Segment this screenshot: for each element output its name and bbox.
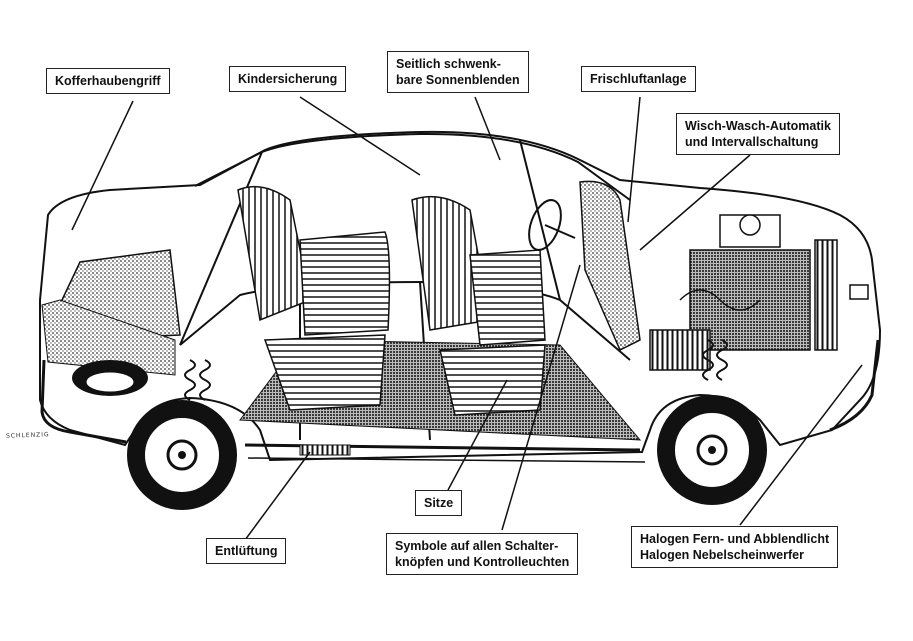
sill-lower — [247, 457, 646, 463]
front-bumper — [829, 339, 880, 432]
rear-suspension — [184, 359, 211, 401]
rear-seat — [237, 185, 391, 411]
label-sitze: Sitze — [415, 490, 463, 516]
label-kindersicherung-text: Kindersicherung — [238, 72, 338, 86]
front-suspension — [702, 339, 728, 381]
label-kofferhaubengriff: Kofferhaubengriff — [46, 68, 170, 94]
label-sitze-text: Sitze — [424, 496, 454, 510]
leader-kofferhaubengriff — [71, 100, 134, 231]
label-entlueftung-text: Entlüftung — [215, 544, 278, 558]
label-sonnenblenden-line1: Seitlich schwenk- — [396, 57, 501, 71]
leader-sonnenblenden — [474, 96, 501, 161]
engine — [649, 214, 838, 371]
roof-line — [194, 132, 631, 201]
steering-wheel — [528, 199, 576, 251]
label-frischluftanlage: Frischluftanlage — [581, 66, 696, 92]
vent-grille — [299, 444, 351, 456]
front-wheel — [657, 395, 767, 505]
leader-entlueftung — [244, 451, 311, 541]
leader-sitze — [447, 379, 508, 491]
rear-wheel-inner — [72, 360, 148, 396]
label-symbole: Symbole auf allen Schalter- knöpfen und … — [386, 533, 579, 575]
engine-hoses — [679, 289, 761, 311]
label-frischluftanlage-text: Frischluftanlage — [590, 72, 687, 86]
label-entlueftung: Entlüftung — [206, 538, 287, 564]
engine-block — [689, 249, 811, 351]
label-halogen-line2: Halogen Nebelscheinwerfer — [640, 548, 804, 562]
leader-frischluftanlage — [627, 96, 641, 223]
a-pillar-front — [519, 139, 561, 301]
leader-symbole — [501, 264, 581, 531]
front-seat-cushion — [469, 249, 546, 346]
label-wisch-line2: und Intervallschaltung — [685, 135, 819, 149]
label-halogen-line1: Halogen Fern- und Abblendlicht — [640, 532, 830, 546]
leader-halogen — [739, 364, 863, 526]
label-kofferhaubengriff-text: Kofferhaubengriff — [55, 74, 161, 88]
label-kindersicherung: Kindersicherung — [229, 66, 347, 92]
label-sonnenblenden-line2: bare Sonnenblenden — [396, 73, 520, 87]
rear-bumper — [40, 359, 127, 444]
label-wisch-line1: Wisch-Wasch-Automatik — [685, 119, 831, 133]
battery-cap — [739, 214, 761, 236]
rear-seat-lower — [263, 334, 386, 411]
intake-manifold — [649, 329, 711, 371]
label-wisch-wasch: Wisch-Wasch-Automatik und Intervallschal… — [676, 113, 840, 155]
label-sonnenblenden: Seitlich schwenk- bare Sonnenblenden — [387, 51, 529, 93]
headlight — [849, 284, 869, 300]
rear-pillar — [179, 151, 263, 346]
label-symbole-line2: knöpfen und Kontrolleuchten — [395, 555, 570, 569]
rear-panel — [41, 299, 176, 376]
rear-seat-cushion — [299, 231, 391, 336]
front-seat-lower — [439, 344, 546, 416]
leader-kindersicherung — [299, 96, 421, 176]
front-seat — [411, 195, 546, 416]
label-halogen: Halogen Fern- und Abblendlicht Halogen N… — [631, 526, 839, 568]
radiator — [814, 239, 838, 351]
label-symbole-line1: Symbole auf allen Schalter- — [395, 539, 559, 553]
leader-wisch — [639, 154, 751, 251]
rear-wheel — [127, 400, 237, 510]
leader-lines — [71, 96, 863, 541]
windshield-panel — [579, 180, 641, 352]
